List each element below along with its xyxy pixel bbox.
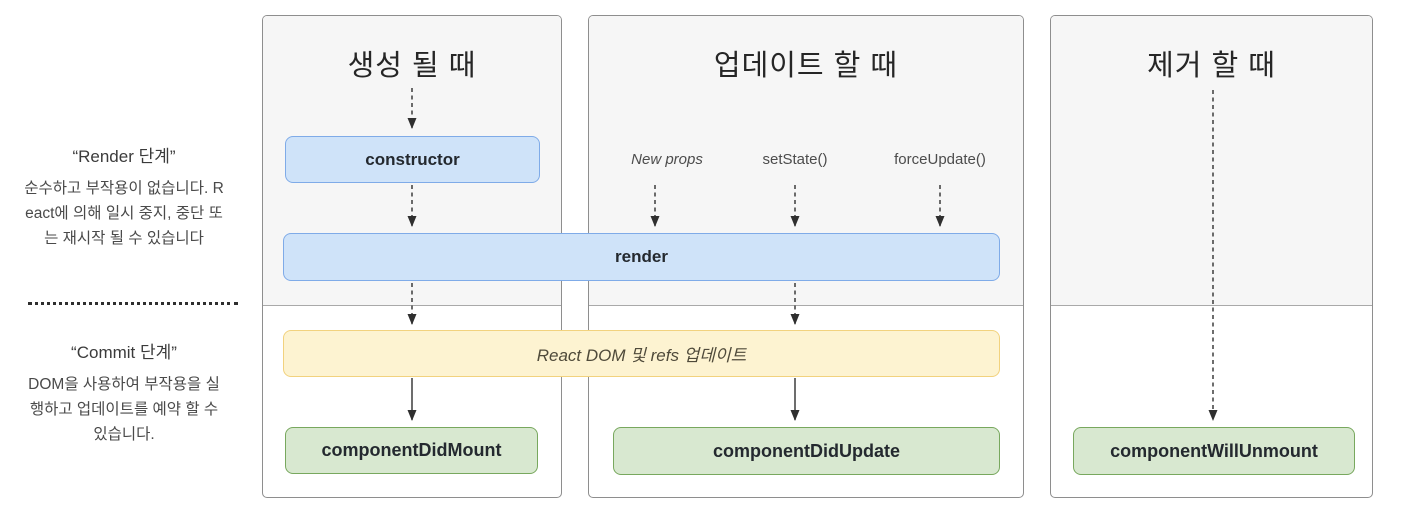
commit-phase-title: “Commit 단계” (71, 343, 177, 362)
commit-phase-note: “Commit 단계” DOM을 사용하여 부작용을 실행하고 업데이트를 예약… (6, 338, 242, 447)
component-did-mount-box: componentDidMount (285, 427, 538, 474)
column-header-unmount: 제거 할 때 (1147, 50, 1276, 82)
column-header-update: 업데이트 할 때 (713, 50, 899, 82)
trigger-force-update: forceUpdate() (894, 151, 986, 168)
render-phase-note: “Render 단계” 순수하고 부작용이 없습니다. React에 의해 일시… (6, 142, 242, 251)
trigger-set-state: setState() (762, 151, 828, 168)
react-dom-refs-update-box: React DOM 및 refs 업데이트 (283, 330, 1000, 377)
column-header-mount: 생성 될 때 (347, 50, 477, 82)
component-did-update-box: componentDidUpdate (613, 427, 1000, 475)
constructor-box: constructor (285, 136, 540, 183)
trigger-new-props: New props (631, 151, 703, 168)
phase-divider-dotted-line (28, 302, 238, 305)
column-unmount: 제거 할 때 (1050, 15, 1373, 498)
component-will-unmount-box: componentWillUnmount (1073, 427, 1355, 475)
commit-phase-description: DOM을 사용하여 부작용을 실행하고 업데이트를 예약 할 수 있습니다. (28, 376, 220, 443)
render-phase-title: “Render 단계” (72, 147, 176, 166)
render-phase-description: 순수하고 부작용이 없습니다. React에 의해 일시 중지, 중단 또는 재… (24, 180, 224, 247)
render-box: render (283, 233, 1000, 281)
render-phase-region-unmount (1051, 16, 1372, 306)
